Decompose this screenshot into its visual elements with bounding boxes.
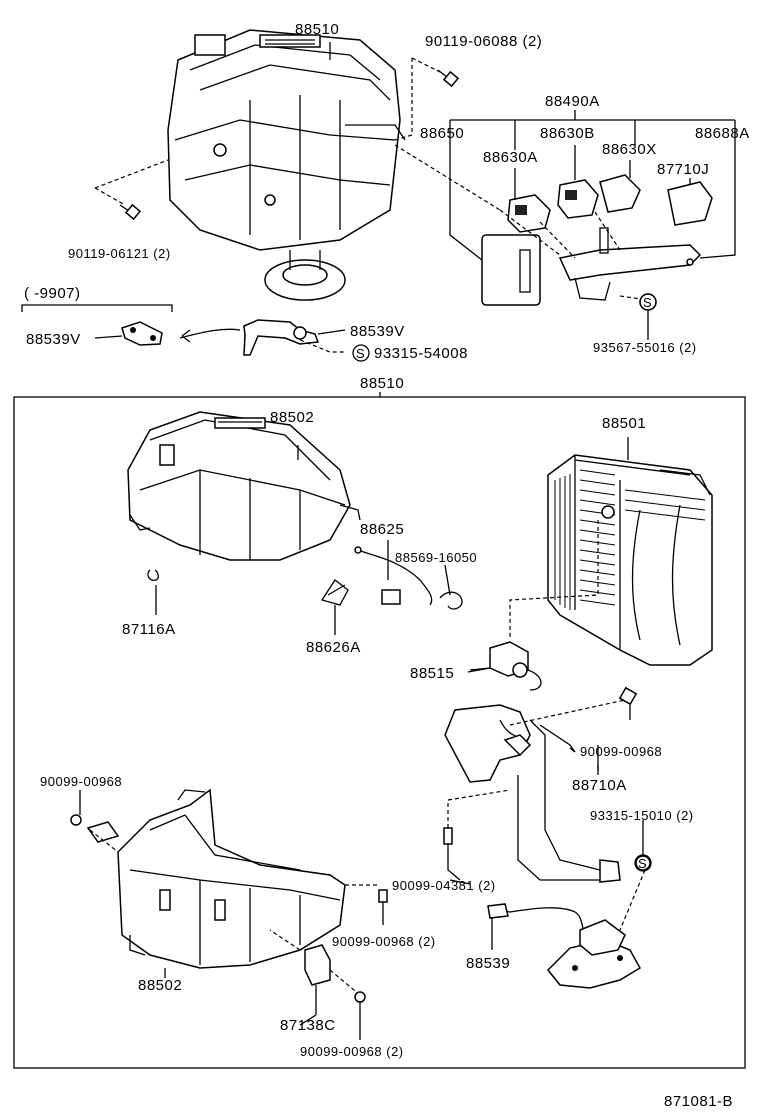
bolt-90119-06121-illustration [94, 159, 169, 221]
label-evaporator: 88501 [602, 415, 646, 432]
s-marker-93315-54008: S [352, 344, 370, 362]
label-sensor-right: 88539V [350, 323, 405, 340]
label-bracket-87138c: 87138C [280, 1017, 336, 1034]
label-thermistor-88515: 88515 [410, 665, 454, 682]
upper-case-illustration [127, 411, 361, 561]
label-relay-88688a: 88688A [695, 125, 750, 142]
screw-left-illustration [70, 790, 120, 853]
clip-87116a-illustration [147, 569, 159, 615]
sensor-88539-illustration [487, 820, 651, 989]
relay-leader-lines [450, 110, 736, 259]
s-mark-text: S [356, 346, 365, 361]
bolt-90119-06088-illustration [394, 57, 460, 141]
sensor-88539v-illustration [21, 304, 346, 356]
clip-88626a-illustration [320, 579, 349, 635]
label-screw-00968-a: 90099-00968 [580, 744, 662, 759]
screw-right-lower-illustration [345, 884, 388, 925]
expansion-valve-illustration [444, 686, 638, 883]
label-expansion-valve: 88710A [572, 777, 627, 794]
label-relay-group: 88490A [545, 93, 600, 110]
label-harness-88625: 88625 [360, 521, 404, 538]
label-relay-88650: 88650 [420, 125, 464, 142]
thermistor-88515-illustration [469, 641, 542, 691]
label-screw-93567: 93567-55016 (2) [593, 340, 697, 355]
bolt-04381-illustration [443, 789, 511, 881]
label-screw-00968-b: 90099-00968 (2) [332, 934, 436, 949]
s-mark-text: S [638, 856, 647, 871]
label-relay-87710j: 87710J [657, 161, 709, 178]
evaporator-illustration [509, 454, 713, 666]
label-screw-93315-54008: 93315-54008 [374, 345, 468, 362]
label-screw-00968-c: 90099-00968 (2) [300, 1044, 404, 1059]
label-date-range: ( -9907) [24, 285, 81, 302]
s-mark-text: S [643, 295, 652, 310]
label-relay-88630x: 88630X [602, 141, 657, 158]
label-sensor-left: 88539V [26, 331, 81, 348]
harness-88625-illustration [354, 540, 463, 610]
relay-group-illustration [394, 120, 713, 306]
label-screw-15010: 93315-15010 (2) [590, 808, 694, 823]
label-bolt-04381: 90099-04381 (2) [392, 878, 496, 893]
label-assembly-box: 88510 [360, 375, 404, 392]
label-clip-88626a: 88626A [306, 639, 361, 656]
unit-assembly-illustration [167, 29, 406, 301]
label-sensor-88539: 88539 [466, 955, 510, 972]
label-relay-88630b: 88630B [540, 125, 595, 142]
lower-case-illustration [117, 788, 346, 969]
label-screw-00968-left: 90099-00968 [40, 774, 122, 789]
s-marker-93567: S [639, 293, 657, 311]
label-case-lower: 88502 [138, 977, 182, 994]
label-case-upper: 88502 [270, 409, 314, 426]
label-bolt-left: 90119-06121 (2) [68, 246, 171, 261]
label-bolt-top-right: 90119-06088 (2) [425, 33, 542, 50]
leader-lines [164, 42, 629, 1026]
label-diagram-id: 871081-B [664, 1093, 733, 1110]
label-relay-88630a: 88630A [483, 149, 538, 166]
s-marker-93315-15010: S [634, 854, 652, 872]
label-assembly-top: 88510 [295, 21, 339, 38]
label-clamp-88569: 88569-16050 [395, 550, 477, 565]
bracket-87138c-illustration [269, 929, 366, 1040]
label-clip-87116a: 87116A [122, 621, 176, 638]
